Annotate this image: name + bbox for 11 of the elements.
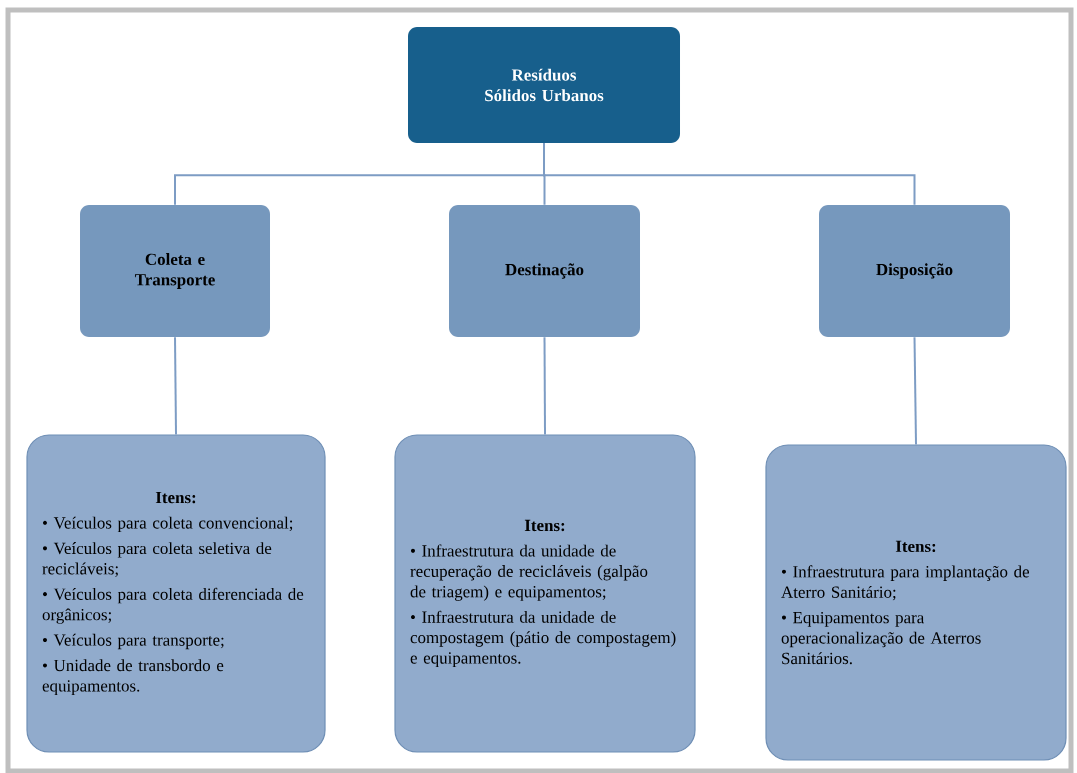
- connector-line: [174, 336, 177, 436]
- connector-line: [913, 336, 917, 446]
- category-box: Destinação: [449, 205, 640, 337]
- connector-line: [543, 336, 546, 436]
- category-box: Coleta e Transporte: [80, 205, 270, 337]
- connector-line: [543, 142, 916, 206]
- item-list-box: Itens: • Infraestrutura para implantação de Aterro Sanitário; • Equipamentos para operacionalização de Aterros Sanitários.: [765, 444, 1067, 761]
- item-list-box: Itens: • Veículos para coleta convencional; • Veículos para coleta seletiva de recicláveis; • Veículos para coleta diferenciada de orgânicos; • Veículos para transporte; • Unidade de transbordo e equipamentos.: [26, 434, 326, 753]
- item-list-box: Itens: • Infraestrutura da unidade de recuperação de recicláveis (galpão de triagem) e equipamentos; • Infraestrutura da unidade de compostagem (pátio de compostagem) e equipamentos.: [394, 434, 696, 753]
- category-box: Disposição: [819, 205, 1010, 337]
- title-box: Resíduos Sólidos Urbanos: [408, 27, 680, 143]
